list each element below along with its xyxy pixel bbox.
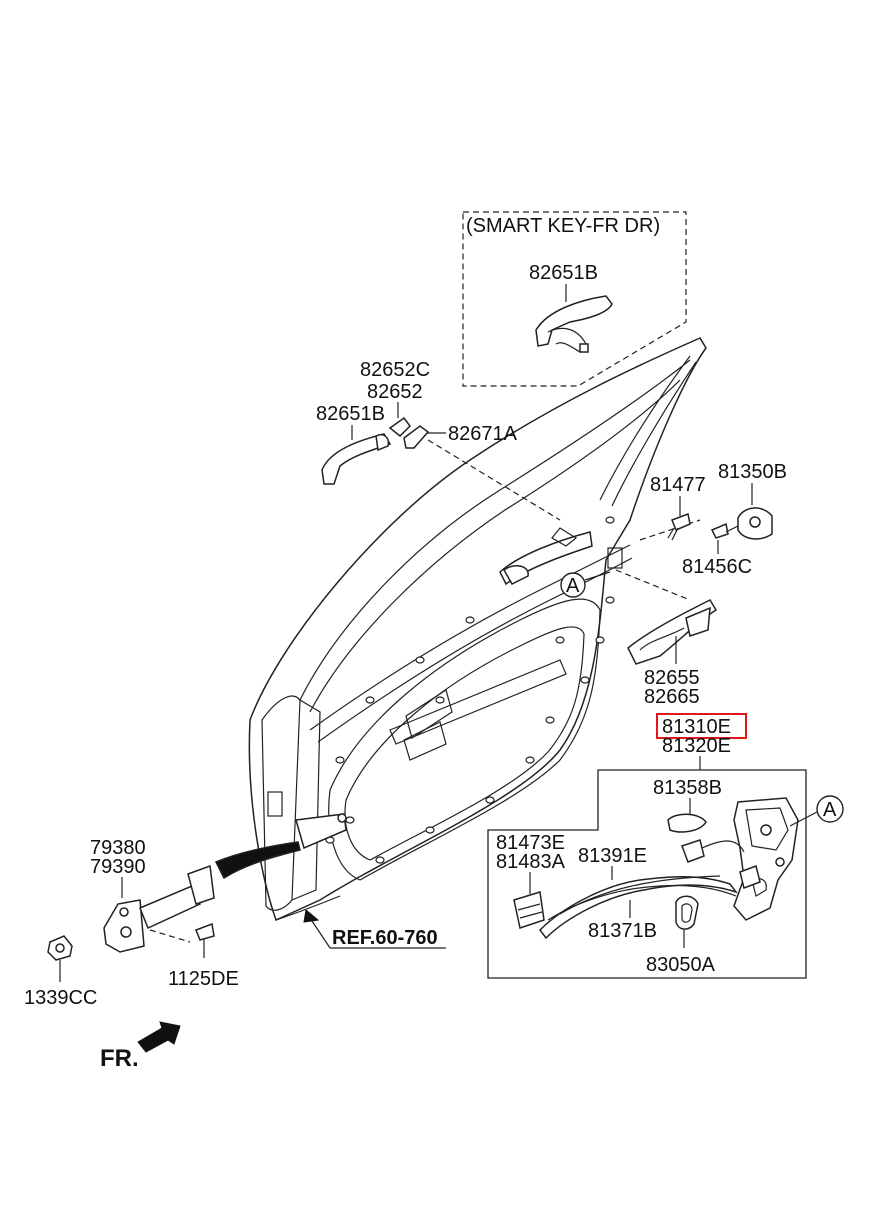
bolt-1125DE[interactable] [195, 922, 215, 958]
reference-callout: REF.60-760 [303, 909, 446, 949]
label-82652C[interactable]: 82652C [360, 359, 430, 381]
smart-key-caption: (SMART KEY-FR DR) [466, 215, 660, 237]
striker-81350B[interactable] [737, 507, 773, 540]
label-81477[interactable]: 81477 [650, 474, 706, 496]
bolt-81477[interactable] [667, 512, 691, 541]
label-82655[interactable]: 82655 [644, 667, 700, 689]
label-81456C[interactable]: 81456C [682, 556, 752, 578]
door-inner-panel [248, 337, 707, 922]
label-1125DE[interactable]: 1125DE [168, 968, 239, 990]
label-81358B[interactable]: 81358B [653, 777, 722, 799]
label-82652[interactable]: 82652 [367, 381, 423, 403]
label-81320E[interactable]: 81320E [662, 735, 731, 757]
door-latch-81310E[interactable] [733, 797, 799, 921]
label-82651B-smart[interactable]: 82651B [529, 262, 598, 284]
handle-cover[interactable] [388, 416, 430, 449]
label-81350B[interactable]: 81350B [718, 461, 787, 483]
marker-a-latch: A [789, 795, 844, 827]
label-83050A[interactable]: 83050A [646, 954, 716, 976]
ref-label[interactable]: REF.60-760 [332, 927, 438, 949]
screw-81456C[interactable] [710, 522, 729, 539]
front-direction-indicator: FR. [100, 1021, 181, 1072]
smart-key-callout: (SMART KEY-FR DR) 82651B [462, 211, 687, 387]
marker-a-panel: A [560, 571, 611, 598]
label-82665[interactable]: 82665 [644, 686, 700, 708]
label-81371B[interactable]: 81371B [588, 920, 657, 942]
label-82671A[interactable]: 82671A [448, 423, 518, 445]
inside-handle-82655[interactable] [627, 599, 718, 665]
label-81483A[interactable]: 81483A [496, 851, 566, 873]
latch-cover-81358B[interactable] [667, 813, 707, 833]
nut-1339CC[interactable] [47, 935, 73, 961]
right-small-parts: 81477 81350B 81456C 82655 82665 [627, 461, 787, 708]
highlight-81310E [656, 713, 747, 739]
door-checker-group: 79380 79390 1125DE 1339CC [24, 837, 301, 1009]
label-79390[interactable]: 79390 [90, 856, 146, 878]
label-82651B[interactable]: 82651B [316, 403, 385, 425]
outside-door-handle[interactable] [321, 433, 392, 485]
fr-label: FR. [100, 1045, 139, 1072]
svg-text:A: A [566, 575, 580, 597]
smart-key-handle[interactable] [535, 295, 613, 353]
label-81391E[interactable]: 81391E [578, 845, 647, 867]
door-checker-79380[interactable] [103, 864, 215, 953]
svg-text:A: A [823, 799, 837, 821]
label-1339CC[interactable]: 1339CC [24, 987, 97, 1009]
label-81473E[interactable]: 81473E [496, 832, 565, 854]
label-81310E[interactable]: 81310E [662, 716, 731, 738]
latch-connector[interactable] [681, 839, 745, 863]
latch-group: 81310E 81320E 81358B A 814 [487, 713, 844, 979]
front-arrow-icon [137, 1021, 181, 1053]
cable-81371B[interactable] [547, 884, 737, 921]
clip-81473E[interactable] [513, 891, 545, 929]
label-79380[interactable]: 79380 [90, 837, 146, 859]
panel-holes [325, 516, 615, 864]
grommet-83050A[interactable] [675, 895, 699, 930]
outside-handle-group: 82652C 82652 82651B 82671A [316, 359, 701, 601]
